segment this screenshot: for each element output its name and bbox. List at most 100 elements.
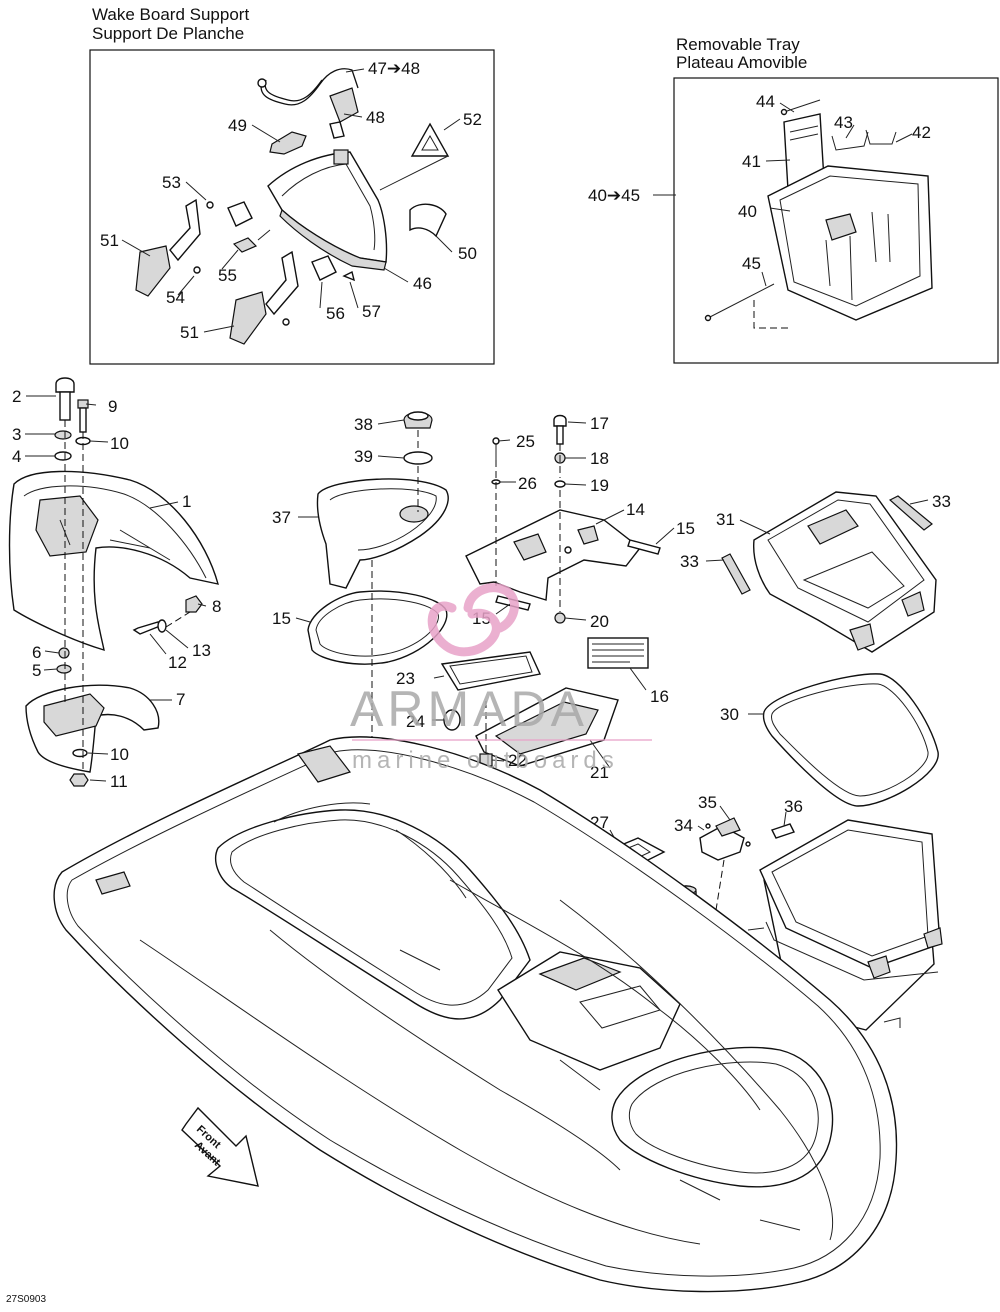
wakeboard-title-en: Wake Board Support [92,5,249,24]
label-39: 39 [354,447,373,466]
support-body-46-base [279,208,387,271]
deck-rear-tab [95,871,131,895]
label-25: 25 [516,432,535,451]
strap-51-upper [169,198,201,262]
label-20: 20 [590,612,609,631]
right-assembly: 31 33 33 30 27 35 34 36 28 32 29 [588,491,951,1121]
lid-31-hinge-b [901,591,925,617]
bracket-14-tab [577,525,599,545]
label-7: 7 [176,690,185,709]
label-47-48: 47➔48 [368,59,420,78]
label-5: 5 [32,661,41,680]
label-3: 3 [12,425,21,444]
label-15-left: 15 [272,609,291,628]
label-31: 31 [716,510,735,529]
storage-bin-37-inner [329,488,437,551]
screw-35b [745,841,751,847]
tray-title-fr: Plateau Amovible [676,53,807,72]
label-57: 57 [362,302,381,321]
label-42: 42 [912,123,931,142]
cable-47 [260,68,359,106]
bracket-48 [329,87,359,123]
leaders-left [25,395,207,782]
washer-19 [554,480,566,488]
label-41: 41 [742,152,761,171]
tray-40-divider [825,213,857,241]
tray-frame [673,77,999,364]
label-8: 8 [212,597,221,616]
washer-10b [72,748,88,758]
gasket-39 [403,451,433,465]
tray-title-en: Removable Tray [676,35,800,54]
cable-plug [257,78,267,88]
label-49: 49 [228,116,247,135]
bin-29-foot [883,1017,901,1028]
rod-45 [707,283,775,319]
watermark-logo-mark [427,583,519,657]
wakeboard-title-fr: Support De Planche [92,24,244,43]
strap-51-lower [265,250,299,316]
deck-detail [399,949,801,1231]
fairing-7-ribs [43,693,105,737]
label-1: 1 [182,492,191,511]
gunwale-line-left [139,939,701,1245]
bolt-17 [553,414,567,427]
bin-29-latch-b [923,927,943,949]
screw-35a [705,823,711,829]
clip-49 [269,131,307,155]
label-56: 56 [326,304,345,323]
warning-label-52-inner [421,134,439,151]
screw-lower [282,318,290,326]
label-30: 30 [720,705,739,724]
label-48: 48 [366,108,385,127]
footwell-left [269,929,621,1171]
armada-watermark: ARMADA marine outboards [350,583,652,774]
bin-29-band [765,921,939,981]
screw-54 [193,266,201,274]
nut-8 [185,595,203,613]
label-18: 18 [590,449,609,468]
rear-opening [611,1046,834,1188]
switch-35 [715,817,741,837]
label-22: 22 [508,751,527,770]
storage-bin-37-cap-seat [399,505,429,523]
tray-40-rim [779,175,921,307]
tray-40-ribs [825,211,891,301]
label-40-45: 40➔45 [588,186,640,205]
lid-31-hinge-a [849,623,875,651]
console-center [497,951,681,1071]
lid-31-handle [807,509,859,545]
drawing-code: 27S0903 [6,1294,46,1305]
label-26: 26 [518,474,537,493]
label-11: 11 [110,772,128,791]
tray-dash [753,300,792,329]
rod-45-end [704,314,712,322]
deck-edge [66,749,881,1277]
seat-well-rim [273,802,467,899]
label-9: 9 [108,397,117,416]
seal-33-lower [721,553,751,595]
rod-15-right [627,539,661,555]
center-assembly: 38 39 37 15 25 26 17 18 19 14 15 15 20 1… [272,411,695,900]
label-55: 55 [218,266,237,285]
gasket-15-left [307,590,448,665]
label-17: 17 [590,414,609,433]
support-grip [333,149,349,165]
washer-5 [56,664,72,674]
nut-6 [58,647,70,659]
frame-23 [440,651,542,691]
clip-50 [409,203,447,238]
fairing-1-inner [23,485,207,579]
left-assembly: 2 9 3 10 4 1 8 12 13 6 5 7 10 11 [8,377,221,791]
front-arrow-shape [181,1106,259,1187]
label-45: 45 [742,254,761,273]
dash-left-bolts [64,420,191,772]
leaders-center [295,419,675,769]
deck-front-step [296,745,352,783]
lid-31-recess [802,551,905,609]
bolt-9-shank [79,407,87,433]
seal-33-upper [888,495,933,531]
label-21: 21 [590,763,609,782]
label-35: 35 [698,793,717,812]
